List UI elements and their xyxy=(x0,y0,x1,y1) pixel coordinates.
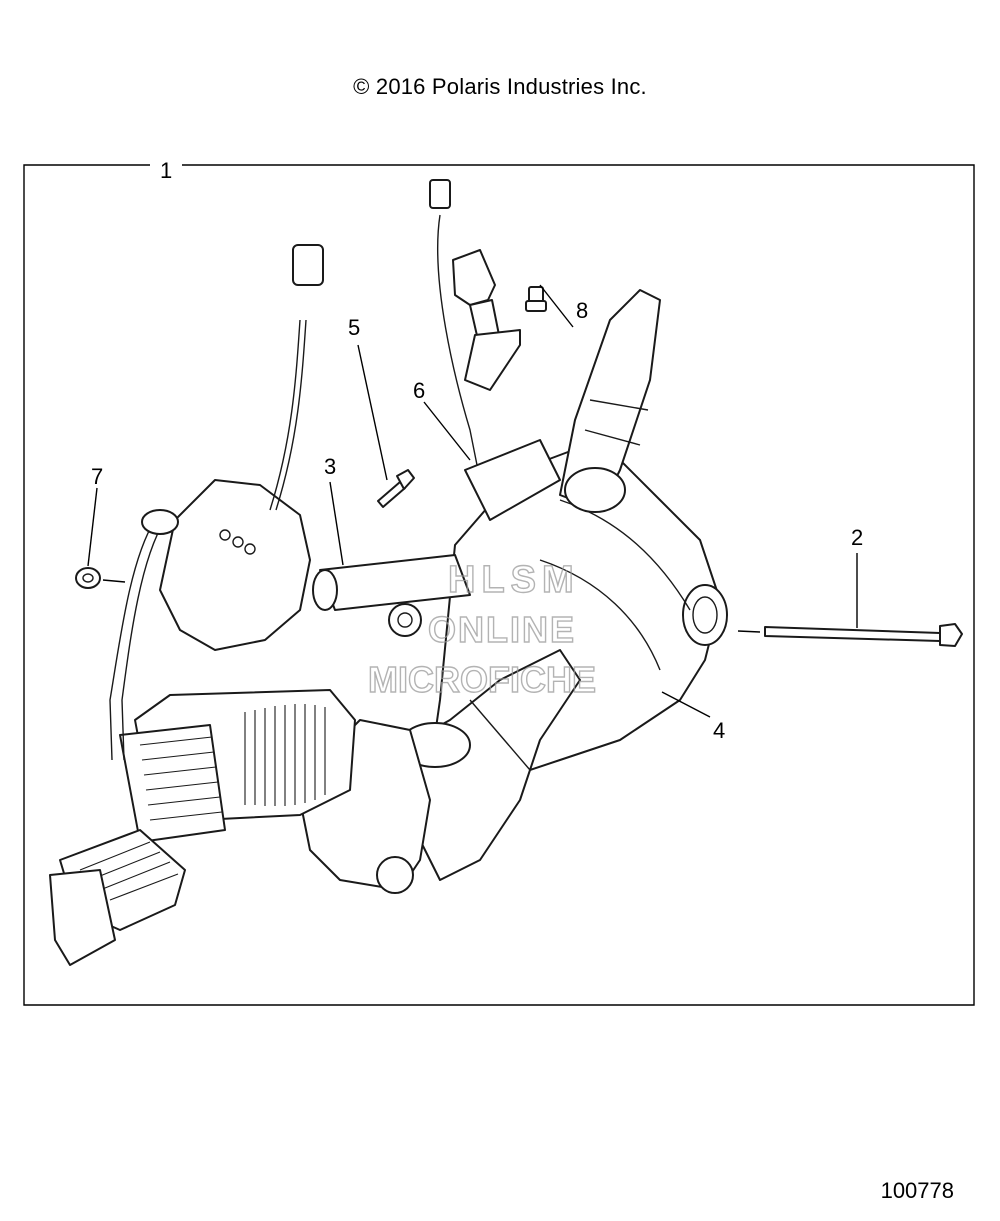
callout-4: 4 xyxy=(713,718,725,743)
mounting-bracket xyxy=(464,439,561,521)
callout-8: 8 xyxy=(576,298,588,323)
leader-7 xyxy=(87,487,98,567)
callout-1: 1 xyxy=(160,158,172,183)
flange-nut xyxy=(75,567,126,589)
vent-fitting xyxy=(525,286,547,312)
mount-bushing xyxy=(388,603,422,637)
sensor-connector xyxy=(429,179,451,209)
svg-text:HLSM: HLSM xyxy=(448,559,580,601)
throttle-body xyxy=(159,479,311,651)
watermark: HLSM ONLINE MICROFICHE xyxy=(367,558,596,700)
engine-assembly xyxy=(49,179,728,966)
sensor-cable xyxy=(437,214,479,471)
through-bolt xyxy=(737,623,963,647)
callout-3: 3 xyxy=(324,454,336,479)
copyright-text: © 2016 Polaris Industries Inc. xyxy=(353,74,647,99)
leader-8 xyxy=(539,284,574,328)
callout-6: 6 xyxy=(413,378,425,403)
cooler-fins xyxy=(139,736,223,821)
callout-5: 5 xyxy=(348,315,360,340)
wiring-harness xyxy=(269,319,301,511)
svg-text:MICROFICHE: MICROFICHE xyxy=(368,659,596,700)
filter-canister xyxy=(49,869,116,966)
callout-7: 7 xyxy=(91,464,103,489)
document-number: 100778 xyxy=(880,1178,954,1203)
leader-5 xyxy=(357,344,388,481)
leader-3 xyxy=(329,481,344,566)
leader-4 xyxy=(661,691,711,718)
harness-connector xyxy=(292,244,324,286)
sender-bracket xyxy=(464,329,521,391)
starter-bolt xyxy=(377,469,415,508)
clutch-cover-boss xyxy=(682,584,728,646)
cooling-fins xyxy=(244,704,326,806)
breather-hose xyxy=(109,519,156,761)
leader-6 xyxy=(423,401,471,461)
assembly-frame xyxy=(23,164,975,1006)
temperature-sender xyxy=(452,249,496,306)
oil-cooler xyxy=(119,724,226,843)
svg-text:ONLINE: ONLINE xyxy=(428,609,576,650)
callout-2: 2 xyxy=(851,525,863,550)
